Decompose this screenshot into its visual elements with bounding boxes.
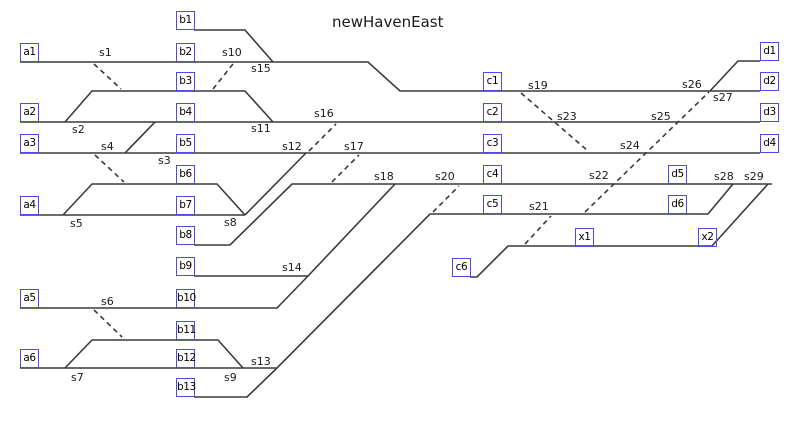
node-a1[interactable]: a1 (20, 43, 39, 62)
node-b7[interactable]: b7 (176, 196, 195, 215)
switch-label-s21: s21 (529, 200, 549, 213)
switch-label-s19: s19 (528, 79, 548, 92)
track-s22-s26-link (584, 91, 710, 213)
track-b8-c4-line (194, 183, 772, 246)
node-d5[interactable]: d5 (668, 165, 687, 184)
track-b11-loop (64, 339, 244, 369)
node-x2[interactable]: x2 (698, 228, 717, 247)
track-d1-branch (709, 60, 760, 92)
node-a4[interactable]: a4 (20, 196, 39, 215)
switch-label-s7: s7 (71, 371, 84, 384)
switch-label-s11: s11 (251, 122, 271, 135)
switch-label-s29: s29 (744, 170, 764, 183)
track-s17-link (331, 154, 360, 183)
track-s16-link (308, 123, 337, 152)
switch-label-s24: s24 (620, 139, 640, 152)
node-c2[interactable]: c2 (483, 103, 502, 122)
switch-label-s26: s26 (682, 78, 702, 91)
switch-label-s9: s9 (224, 371, 237, 384)
track-s8-s12-diagonal (244, 152, 307, 216)
switch-label-s22: s22 (589, 169, 609, 182)
switch-label-s2: s2 (72, 123, 85, 136)
track-a6-b12-c5-line (20, 183, 734, 369)
switch-label-s15: s15 (251, 62, 271, 75)
node-b11[interactable]: b11 (176, 321, 196, 340)
switch-label-s13: s13 (251, 355, 271, 368)
switch-label-s10: s10 (222, 46, 242, 59)
node-c6[interactable]: c6 (452, 258, 471, 277)
switch-label-s18: s18 (374, 170, 394, 183)
track-s21-link (524, 215, 552, 245)
node-d2[interactable]: d2 (760, 72, 779, 91)
track-b3-loop (64, 90, 274, 123)
switch-label-s4: s4 (101, 140, 114, 153)
switch-label-s20: s20 (435, 170, 455, 183)
track-a5-b10-line (20, 275, 309, 309)
track-s3-crossover (124, 121, 156, 154)
node-b13[interactable]: b13 (176, 378, 196, 397)
node-b3[interactable]: b3 (176, 72, 195, 91)
node-d4[interactable]: d4 (760, 134, 779, 153)
node-a6[interactable]: a6 (20, 349, 39, 368)
switch-label-s8: s8 (224, 216, 237, 229)
node-a5[interactable]: a5 (20, 289, 39, 308)
track-c6-x-line (470, 183, 769, 278)
track-s19-s23-link (520, 92, 589, 152)
switch-label-s27: s27 (713, 91, 733, 104)
switch-label-s17: s17 (344, 140, 364, 153)
node-d1[interactable]: d1 (760, 42, 779, 61)
switch-label-s6: s6 (101, 295, 114, 308)
node-a3[interactable]: a3 (20, 134, 39, 153)
switch-label-s14: s14 (282, 261, 302, 274)
node-d6[interactable]: d6 (668, 195, 687, 214)
node-b10[interactable]: b10 (176, 289, 196, 308)
node-a2[interactable]: a2 (20, 103, 39, 122)
node-b5[interactable]: b5 (176, 134, 195, 153)
track-s10-link (212, 63, 234, 90)
node-b4[interactable]: b4 (176, 103, 195, 122)
track-s6-link (93, 309, 123, 338)
switch-label-s16: s16 (314, 107, 334, 120)
node-x1[interactable]: x1 (575, 228, 594, 247)
track-a1-c1-d2-main (20, 61, 760, 92)
diagram-title: newHavenEast (332, 13, 444, 31)
node-c4[interactable]: c4 (483, 165, 502, 184)
track-s4-link (94, 154, 125, 183)
switch-label-s1: s1 (99, 46, 112, 59)
track-b13-line (194, 367, 278, 398)
node-b2[interactable]: b2 (176, 43, 195, 62)
switch-label-s5: s5 (70, 217, 83, 230)
switch-label-s12: s12 (282, 140, 302, 153)
node-c3[interactable]: c3 (483, 134, 502, 153)
node-b9[interactable]: b9 (176, 257, 195, 276)
node-b12[interactable]: b12 (176, 349, 196, 368)
node-b1[interactable]: b1 (176, 11, 195, 30)
node-d3[interactable]: d3 (760, 103, 779, 122)
node-b6[interactable]: b6 (176, 165, 195, 184)
switch-label-s23: s23 (557, 110, 577, 123)
track-s1-link (93, 63, 122, 90)
track-b1-branch (194, 29, 274, 63)
switch-label-s28: s28 (714, 170, 734, 183)
switch-label-s3: s3 (158, 154, 171, 167)
node-c5[interactable]: c5 (483, 195, 502, 214)
node-b8[interactable]: b8 (176, 226, 195, 245)
track-b6-loop (62, 183, 246, 216)
switch-label-s25: s25 (651, 110, 671, 123)
node-c1[interactable]: c1 (483, 72, 502, 91)
track-s20-link (432, 185, 460, 213)
